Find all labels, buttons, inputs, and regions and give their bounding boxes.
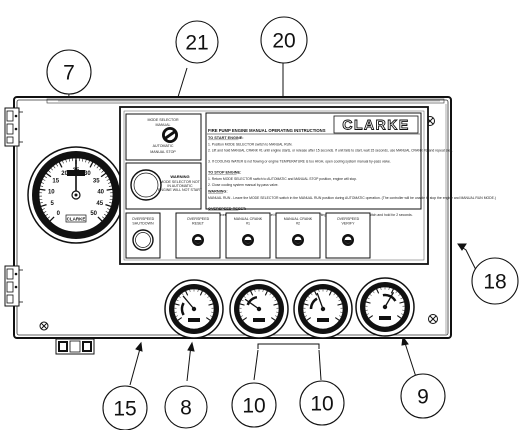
callout-number: 9 [417, 386, 429, 409]
instruction-heading: OVERSPEED RESET: [208, 207, 246, 211]
door-hinges [4, 107, 23, 307]
instrument-panel: MODE SELECTOR MANUAL AUTOMATIC MANUAL ST… [119, 106, 496, 265]
tachometer-ticks [39, 158, 113, 222]
instruction-line: 1. Return MODE SELECTOR switch to AUTOMA… [208, 177, 357, 181]
tachometer-gauge: 05101520253035404550 CLARKE [27, 146, 125, 244]
tachometer-scale-label: 40 [97, 189, 104, 195]
mode-selector-switch[interactable] [162, 127, 178, 143]
hinge-lower [4, 265, 23, 307]
callout-balloon-20: 20 [260, 16, 308, 64]
switch-label: OVERSPEED [132, 217, 155, 221]
warning-text-3: ENGINE WILL NOT START [158, 188, 203, 192]
mode-position-automatic: AUTOMATIC [153, 144, 174, 148]
callout-balloons: 7 21 20 18 15 8 10 10 9 [46, 16, 519, 430]
callout-balloon-7: 7 [46, 49, 92, 95]
tachometer-scale-label: 5 [51, 201, 55, 207]
gauge-voltmeter [355, 277, 415, 337]
instruction-line: MANUAL RUN - Leave the MODE SELECTOR swi… [208, 196, 496, 200]
instruction-line: 2. Lift and hold MANUAL CRANK #1 until e… [208, 149, 453, 153]
brand-logo: CLARKE [342, 117, 409, 133]
tachometer-scale-label: 45 [96, 201, 103, 207]
panel-screws [39, 116, 438, 331]
switch-manual-crank-2[interactable]: MANUAL CRANK#2 [275, 212, 321, 259]
switch-label: SHUTDOWN [132, 222, 154, 226]
mode-position-manual: MANUAL [156, 123, 171, 127]
instruction-line: 3. If COOLING WATER is not flowing or en… [208, 160, 391, 164]
switch-manual-crank-1[interactable]: MANUAL CRANK#1 [225, 212, 271, 259]
instruction-heading: TO STOP ENGINE: [208, 171, 241, 175]
screw-bottom-left-icon [39, 321, 49, 331]
callout-balloon-15: 15 [102, 385, 148, 430]
tachometer-scale-label: 50 [90, 211, 97, 217]
switch-label: OVERSPEED [337, 217, 360, 221]
panel-title: FIRE PUMP ENGINE MANUAL OPERATING INSTRU… [208, 128, 326, 133]
switch-label: #2 [296, 222, 300, 226]
mounting-bracket [55, 338, 95, 355]
instruction-heading: WARNING: [208, 190, 228, 194]
warning-text-2: IN AUTOMATIC [167, 184, 193, 188]
callout-number: 21 [185, 32, 208, 55]
gauge-needle [384, 291, 395, 308]
callout-balloon-8: 8 [164, 385, 208, 429]
instruction-heading: TO START ENGINE: [208, 136, 244, 140]
callout-balloon-21: 21 [175, 20, 219, 64]
tachometer-brand: CLARKE [67, 217, 86, 222]
switch-label: VERIFY [342, 222, 356, 226]
screw-bottom-right-icon [428, 314, 438, 324]
callout-number: 18 [483, 271, 506, 294]
tachometer-scale-label: 30 [84, 171, 91, 177]
mode-position-stop: MANUAL STOP [150, 150, 176, 154]
warning-label: WARNING [170, 174, 189, 179]
callout-balloon-18: 18 [471, 257, 519, 305]
tachometer-scale-label: 35 [93, 179, 100, 185]
switch-label: #1 [246, 222, 250, 226]
warning-lamp [130, 169, 162, 201]
callout-number: 7 [63, 62, 75, 85]
tachometer-scale-label: 15 [52, 179, 59, 185]
callout-number: 15 [113, 398, 136, 421]
gauge-needle [244, 298, 260, 310]
hinge-upper [4, 107, 23, 147]
callout-balloon-9: 9 [400, 373, 446, 419]
gauge-water-temperature-2 [293, 279, 353, 339]
mode-selector-label: MODE SELECTOR [147, 118, 178, 122]
switch-label: MANUAL CRANK [284, 217, 313, 221]
switch-label: MANUAL CRANK [234, 217, 263, 221]
callout-number: 10 [242, 395, 265, 418]
instruction-line: 2. Close cooling system manual by-pass v… [208, 183, 279, 187]
switch-label: OVERSPEED [187, 217, 210, 221]
tachometer-scale-label: 10 [48, 189, 55, 195]
tachometer-scale-label: 0 [57, 211, 61, 217]
warning-text-1: MODE SELECTOR NOT [160, 180, 200, 184]
callout-number: 8 [180, 397, 192, 420]
tachometer-scale-label: 20 [61, 171, 68, 177]
switch-label: RESET [192, 222, 205, 226]
gauge-oil-pressure [164, 279, 224, 339]
callout-balloon-10: 10 [299, 380, 345, 426]
engine-gauges [164, 277, 415, 339]
callout-number: 10 [310, 393, 333, 416]
gauge-needle [316, 292, 324, 310]
gauge-water-temperature [229, 279, 289, 339]
callout-number: 20 [272, 30, 295, 53]
callout-balloon-10: 10 [231, 382, 277, 428]
instruction-line: 1. Position MODE SELECTOR switch to MANU… [208, 142, 292, 146]
gauge-needle [182, 295, 195, 310]
